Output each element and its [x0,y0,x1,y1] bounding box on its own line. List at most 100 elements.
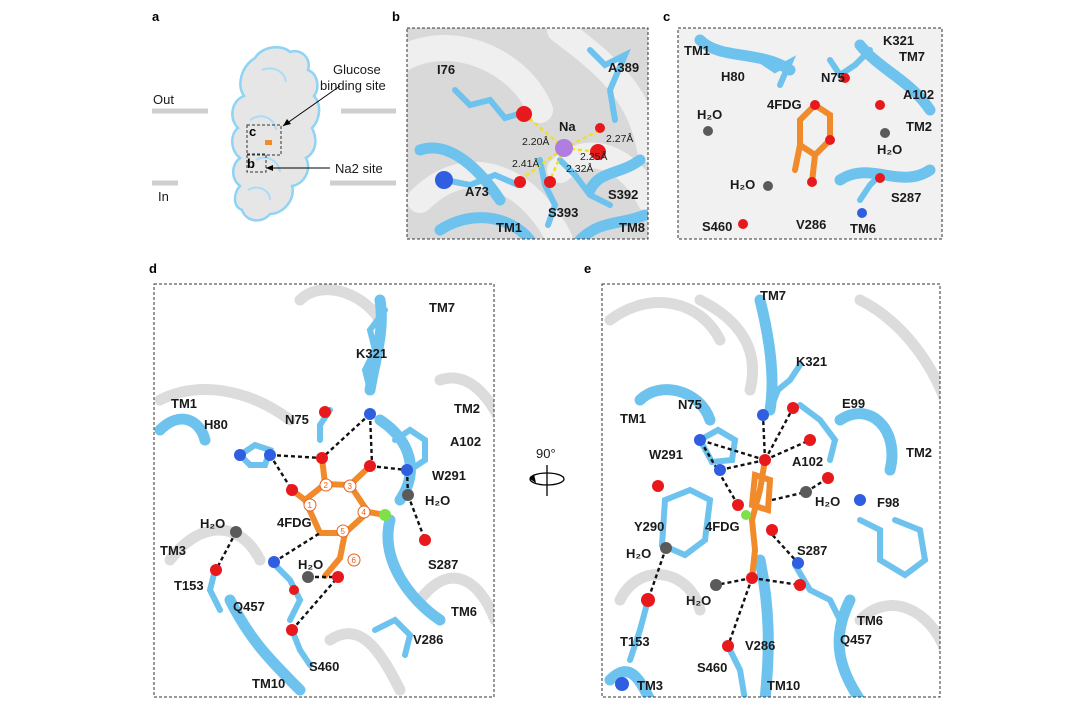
helix-tm6-c: TM6 [850,221,876,236]
residue-y290-e: Y290 [634,519,664,534]
residue-f98-e: F98 [877,495,899,510]
residue-v286-e: V286 [745,638,775,653]
hbond-e3 [764,438,811,462]
ring-num-circle-4 [357,505,371,519]
h80-nitrogen-d [264,449,276,461]
water-c1 [703,126,713,136]
hbond-d1 [368,413,374,465]
residue-w291-d: W291 [432,468,466,483]
oxygen-s393 [544,176,556,188]
residue-k321-c: K321 [883,33,914,48]
hbond-d11 [214,531,238,571]
q457-sidechain-e [792,562,843,623]
water-d2 [230,526,242,538]
s393-sidechain [537,157,559,228]
nitrogen-v286 [857,208,867,218]
residue-q457-e: Q457 [840,632,872,647]
ring-num-circle-2 [319,478,333,492]
na2-arrowhead [266,165,273,171]
panel-b-letter: b [392,9,400,24]
distance-1: 2.20Å [522,135,549,148]
a389-sidechain [587,47,631,123]
residue-s393: S393 [548,205,578,220]
k321-sidechain-e [767,362,803,413]
residue-h80-c: H80 [721,69,745,84]
fluorine-e [741,510,751,520]
helix-tm6-e: TM6 [857,613,883,628]
helix-tm2-e: TM2 [906,445,932,460]
ligand-o2-e [732,499,744,511]
s287-nitrogen-e [792,557,804,569]
residue-i76: I76 [437,62,455,77]
panel-c-letter: c [663,9,670,24]
residue-a102-e: A102 [792,454,823,469]
fluorine-d [379,509,391,521]
ring-num-2: 2 [324,481,329,490]
residue-t153-d: T153 [174,578,204,593]
ligand-o3-d [286,484,298,496]
box-c [246,124,282,156]
residue-h80-d: H80 [204,417,228,432]
ligand-o6-e [746,572,758,584]
hbond-d10 [291,576,339,631]
ligand-o3-e [766,524,778,536]
f98-nitrogen-e [854,494,866,506]
distance-5: 2.32Å [566,162,593,175]
panel-e-ribbons [604,294,940,653]
residue-v286-c: V286 [796,217,826,232]
residue-t153-e: T153 [620,634,650,649]
h80-nitrogen2-d [234,449,246,461]
n75-nitrogen-e [694,434,706,446]
ring-num-circle-1 [303,498,317,512]
residue-a102-d: A102 [450,434,481,449]
t153-sidechain-d [206,567,223,613]
hbond-e6 [719,458,766,472]
ring-num-circle-5 [336,524,350,538]
i76-sidechain [452,87,528,122]
a102-oxygen-e [822,472,834,484]
ring-num-circle-6 [347,553,361,567]
hbond-d3 [269,453,323,460]
glucose-arrow [282,85,341,127]
helix-tm7-c: TM7 [899,49,925,64]
glucose-label-line2: binding site [320,78,386,93]
helix-tm2-c: TM2 [906,119,932,134]
f98-ring-e [857,517,929,579]
panel-e: e [584,261,941,698]
ring-num-circle-3 [343,479,357,493]
residue-a73: A73 [465,184,489,199]
a73-sidechain [442,171,521,189]
hbond-e1 [761,414,767,461]
water-label-d1: H₂O [425,493,450,508]
residue-s287-c: S287 [891,190,921,205]
surface-contours [247,67,287,201]
box-b [246,153,267,173]
ligand-o6-d [332,571,344,583]
s460-sidechain-e [725,643,748,697]
water-c2 [763,181,773,191]
rotation-label: 90° [536,446,556,461]
ligand-o1-d [316,452,328,464]
oxygen-n75 [840,73,850,83]
panel-e-helices [604,294,898,697]
helix-tm10-e: TM10 [767,678,800,693]
residue-s287-e: S287 [797,543,827,558]
distance-3: 2.41Å [512,157,539,170]
box-b-letter: b [247,156,255,171]
s460-oxygen-d [286,624,298,636]
residue-n75-c: N75 [821,70,845,85]
helix-tm8-b: TM8 [619,220,645,235]
e99-oxygen2-e [804,434,816,446]
s287-oxygen-e [794,579,806,591]
residue-s392: S392 [608,187,638,202]
panel-d-frame [153,283,495,698]
water-label-c3: H₂O [877,142,902,157]
oxygen-s287 [875,173,885,183]
oxygen-s460 [738,219,748,229]
glucose-label-line1: Glucose [333,62,381,77]
panel-c-background [678,28,942,239]
residue-e99-e: E99 [842,396,865,411]
na-bond-5 [548,147,566,181]
residue-k321-e: K321 [796,354,827,369]
out-label: Out [153,92,174,107]
